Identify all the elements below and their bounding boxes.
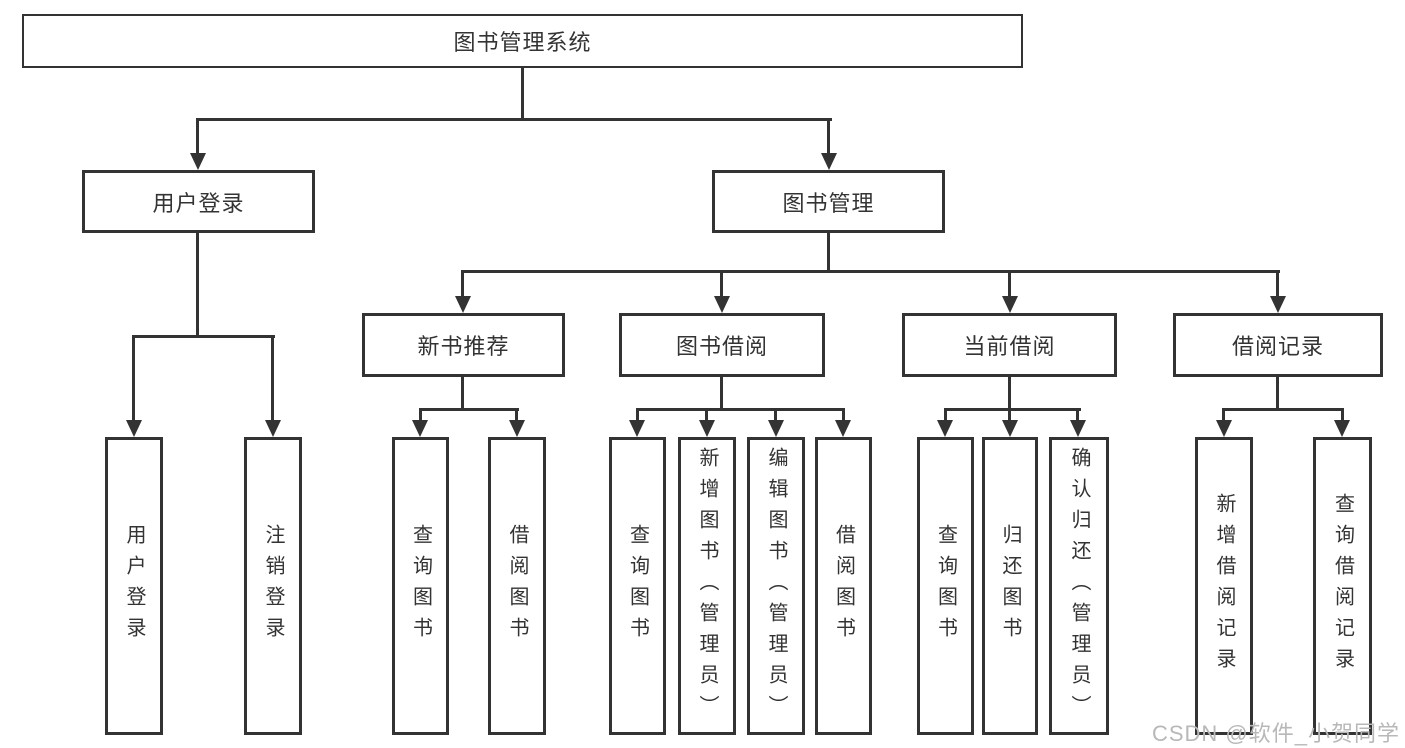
arrow-down-icon xyxy=(1070,420,1086,437)
node-query-borrow-record: 查询借阅记录 xyxy=(1313,437,1372,735)
arrow-down-icon xyxy=(821,153,837,170)
connector-line xyxy=(1341,408,1344,422)
connector-line xyxy=(1008,408,1011,422)
node-recommend-query-books-label: 查询图书 xyxy=(409,524,432,648)
arrow-down-icon xyxy=(1002,296,1018,313)
arrow-down-icon xyxy=(768,420,784,437)
node-current-query-books: 查询图书 xyxy=(917,437,974,735)
node-borrow-query-books-label: 查询图书 xyxy=(626,524,649,648)
node-user-login-action: 用户登录 xyxy=(105,437,163,735)
connector-line xyxy=(132,335,275,338)
arrow-down-icon xyxy=(412,420,428,437)
node-recommend-query-books: 查询图书 xyxy=(392,437,449,735)
node-borrow-books: 借阅图书 xyxy=(815,437,872,735)
watermark: CSDN @软件_小贺同学 xyxy=(1151,721,1400,746)
connector-line xyxy=(1276,377,1279,410)
node-book-management-label: 图书管理 xyxy=(782,190,875,216)
arrow-down-icon xyxy=(835,420,851,437)
node-add-borrow-record-label: 新增借阅记录 xyxy=(1213,493,1235,679)
connector-line xyxy=(1222,408,1344,411)
node-user-login: 用户登录 xyxy=(82,170,315,233)
connector-line xyxy=(461,270,1280,273)
connector-line xyxy=(774,408,777,422)
connector-line xyxy=(720,270,723,298)
node-edit-books-admin-label: 编辑图书（管理员） xyxy=(765,446,787,726)
node-add-borrow-record: 新增借阅记录 xyxy=(1195,437,1253,735)
connector-line xyxy=(419,408,422,422)
node-add-books-admin-label: 新增图书（管理员） xyxy=(696,446,718,726)
connector-line xyxy=(196,118,199,156)
node-user-login-action-label: 用户登录 xyxy=(123,524,145,648)
connector-line xyxy=(636,408,845,411)
connector-line xyxy=(1008,377,1011,410)
node-recommend-borrow-books: 借阅图书 xyxy=(488,437,546,735)
node-borrow-query-books: 查询图书 xyxy=(609,437,666,735)
node-current-borrow-label: 当前借阅 xyxy=(963,334,1056,359)
arrow-down-icon xyxy=(937,420,953,437)
node-query-borrow-record-label: 查询借阅记录 xyxy=(1331,493,1354,679)
connector-line xyxy=(461,270,464,298)
node-borrow-books-label: 借阅图书 xyxy=(832,524,855,648)
node-current-query-books-label: 查询图书 xyxy=(934,524,957,648)
node-root: 图书管理系统 xyxy=(22,14,1023,68)
connector-line xyxy=(827,233,830,273)
connector-line xyxy=(944,408,1081,411)
node-book-borrow: 图书借阅 xyxy=(619,313,825,377)
node-book-management: 图书管理 xyxy=(712,170,945,233)
node-confirm-return-admin: 确认归还（管理员） xyxy=(1049,437,1109,735)
arrow-down-icon xyxy=(265,420,281,437)
arrow-down-icon xyxy=(1334,420,1350,437)
connector-line xyxy=(1276,270,1279,298)
connector-line xyxy=(521,68,524,118)
node-confirm-return-admin-label: 确认归还（管理员） xyxy=(1068,446,1090,726)
arrow-down-icon xyxy=(509,420,525,437)
connector-line xyxy=(132,335,135,421)
arrow-down-icon xyxy=(455,296,471,313)
node-logout-label: 注销登录 xyxy=(262,524,284,648)
connector-line xyxy=(720,377,723,410)
connector-line xyxy=(705,408,708,422)
connector-line xyxy=(1222,408,1225,422)
node-user-login-label: 用户登录 xyxy=(152,190,245,216)
node-return-books-label: 归还图书 xyxy=(999,524,1021,648)
node-root-label: 图书管理系统 xyxy=(453,30,592,55)
connector-line xyxy=(515,408,518,422)
connector-line xyxy=(1008,270,1011,298)
arrow-down-icon xyxy=(699,420,715,437)
node-current-borrow: 当前借阅 xyxy=(902,313,1117,377)
arrow-down-icon xyxy=(1270,296,1286,313)
connector-line xyxy=(842,408,845,422)
node-recommend-borrow-books-label: 借阅图书 xyxy=(506,524,528,648)
connector-line xyxy=(1076,408,1079,422)
node-book-borrow-label: 图书借阅 xyxy=(675,334,768,359)
arrow-down-icon xyxy=(714,296,730,313)
node-add-books-admin: 新增图书（管理员） xyxy=(678,437,736,735)
arrow-down-icon xyxy=(629,420,645,437)
node-edit-books-admin: 编辑图书（管理员） xyxy=(747,437,805,735)
arrow-down-icon xyxy=(190,153,206,170)
node-borrow-records: 借阅记录 xyxy=(1173,313,1383,377)
connector-line xyxy=(827,118,830,156)
node-borrow-records-label: 借阅记录 xyxy=(1231,334,1324,359)
connector-line xyxy=(196,118,832,121)
connector-line xyxy=(944,408,947,422)
connector-line xyxy=(461,377,464,410)
node-return-books: 归还图书 xyxy=(982,437,1038,735)
arrow-down-icon xyxy=(126,420,142,437)
connector-line xyxy=(419,408,519,411)
node-new-book-recommend: 新书推荐 xyxy=(362,313,565,377)
arrow-down-icon xyxy=(1002,420,1018,437)
connector-line xyxy=(636,408,639,422)
node-logout: 注销登录 xyxy=(244,437,302,735)
node-new-book-recommend-label: 新书推荐 xyxy=(417,334,510,359)
connector-line xyxy=(271,335,274,421)
arrow-down-icon xyxy=(1216,420,1232,437)
connector-line xyxy=(196,233,199,335)
